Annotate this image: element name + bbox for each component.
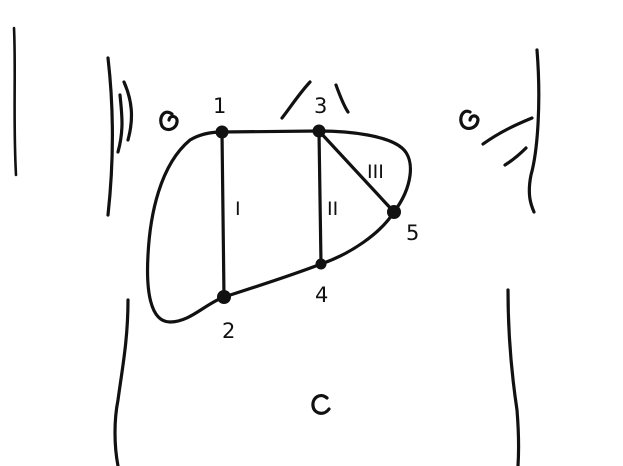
segment-III-label: III [367, 161, 384, 183]
right-rib-stroke-lower [505, 148, 526, 165]
torso-right-contour [529, 50, 538, 212]
torso-left-contour [108, 58, 113, 215]
navel-mark [313, 396, 329, 414]
segment-line-II [319, 131, 321, 264]
point-1-marker [216, 126, 229, 139]
point-2-label: 2 [222, 319, 235, 343]
left-rib-stroke-inner [118, 95, 122, 152]
point-4-marker [316, 259, 327, 270]
point-4-label: 4 [315, 283, 328, 307]
torso-right-waist [508, 290, 519, 466]
point-5-marker [387, 205, 401, 219]
point-2-marker [217, 290, 231, 304]
central-chest-stroke-right [336, 85, 348, 112]
right-rib-stroke-upper [483, 118, 532, 144]
point-3-label: 3 [314, 94, 327, 118]
point-3-marker [313, 125, 326, 138]
central-chest-stroke-left [282, 82, 310, 118]
left-nipple-mark [161, 112, 177, 129]
segment-line-I [222, 132, 224, 297]
torso-left-waist [115, 300, 128, 466]
segment-I-label: I [235, 198, 241, 220]
segment-II-label: II [327, 198, 338, 220]
point-1-label: 1 [213, 94, 226, 118]
left-rib-stroke-outer [124, 82, 131, 140]
point-5-label: 5 [406, 221, 419, 245]
right-nipple-mark [461, 111, 478, 128]
liver-outline [148, 131, 411, 322]
left-margin-line [14, 28, 16, 175]
